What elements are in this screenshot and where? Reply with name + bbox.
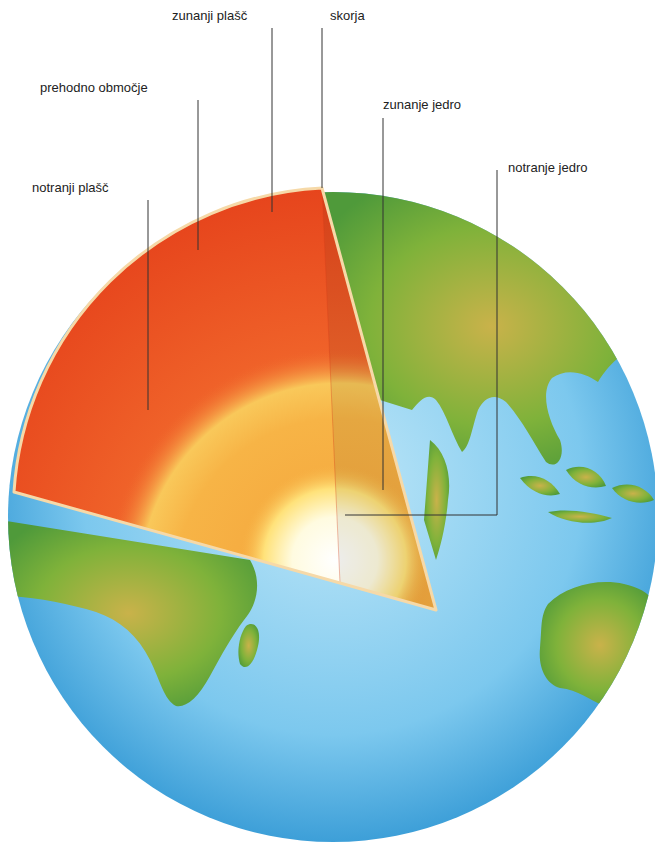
cutaway xyxy=(0,150,575,818)
continent-arabia xyxy=(424,440,449,560)
continent-australia xyxy=(540,582,655,708)
leader-lines xyxy=(148,28,497,515)
leader-line xyxy=(198,100,199,250)
leader-line xyxy=(345,170,497,515)
layer-label: zunanje jedro xyxy=(383,97,461,113)
island xyxy=(548,510,612,522)
island-madagascar xyxy=(238,624,259,667)
island xyxy=(612,484,654,502)
layer-label: zunanji plašč xyxy=(172,8,247,24)
island xyxy=(566,467,606,488)
crust xyxy=(14,188,436,610)
leader-line xyxy=(272,28,273,212)
leader-line xyxy=(383,118,384,490)
leader-line xyxy=(148,200,149,410)
island xyxy=(520,476,560,495)
layer-label: prehodno območje xyxy=(40,80,148,96)
layer-label: skorja xyxy=(330,8,365,24)
layer-label: notranji plašč xyxy=(32,180,109,196)
layer-label: notranje jedro xyxy=(508,160,588,176)
leader-line xyxy=(322,28,323,188)
